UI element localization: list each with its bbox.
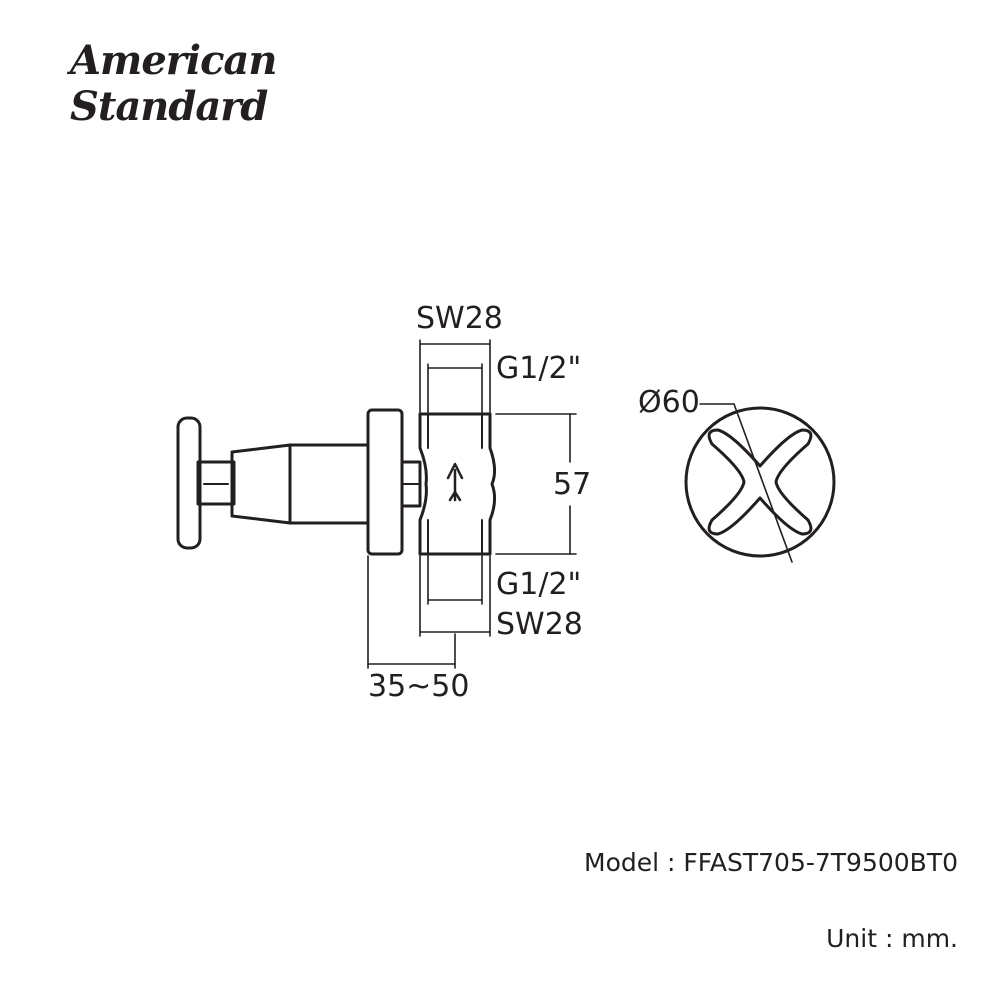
unit-line: Unit : mm. — [826, 924, 958, 953]
label-diameter-60: Ø60 — [638, 385, 700, 420]
handle-circle — [684, 406, 836, 558]
handle-knob — [176, 416, 202, 550]
model-label: Model : — [584, 848, 676, 877]
valve-body — [418, 412, 497, 556]
model-value: FFAST705-7T9500BT0 — [683, 848, 958, 877]
bonnet — [288, 443, 370, 525]
front-view — [684, 403, 836, 563]
model-line: Model : FFAST705-7T9500BT0 — [584, 848, 958, 877]
logo-line-1: American — [70, 37, 277, 84]
unit-label: Unit : — [826, 924, 894, 953]
label-height-57: 57 — [553, 467, 591, 502]
spindle-body — [230, 443, 292, 525]
logo-line-2: Standard — [70, 83, 268, 130]
side-view — [176, 408, 497, 556]
label-g12-bottom: G1/2" — [496, 567, 581, 602]
label-sw28-bottom: SW28 — [496, 607, 583, 642]
label-sw28-top: SW28 — [416, 301, 503, 336]
handle-stem — [196, 460, 236, 506]
label-range-35-50: 35~50 — [368, 669, 469, 704]
cross-handle-icon — [707, 428, 813, 536]
flow-arrow-icon — [446, 462, 464, 502]
label-g12-top: G1/2" — [496, 351, 581, 386]
dimension-lines — [367, 339, 577, 669]
wall-flange — [366, 408, 404, 556]
unit-value: mm. — [901, 924, 958, 953]
american-standard-logo: American Standard — [70, 37, 277, 130]
